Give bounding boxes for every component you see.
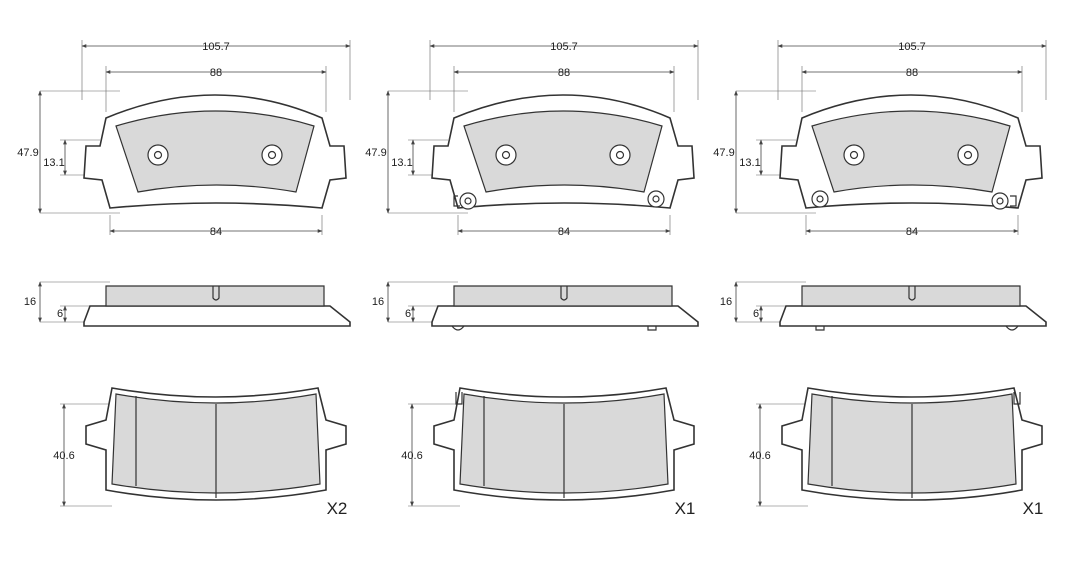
label-top-width: 88 <box>210 67 222 79</box>
label-thickness-total: 16 <box>720 296 732 308</box>
label-thickness-backing: 6 <box>57 308 63 320</box>
side-backing-plate <box>83 305 351 327</box>
pad-column-3: 105.7 88 47.9 13.1 84 16 6 40.6 X1 <box>713 40 1047 518</box>
front-view: 105.7 88 47.9 13.1 84 <box>17 40 351 238</box>
pad-column-1: 105.7 88 47.9 13.1 84 16 6 40.6 X2 <box>17 40 351 518</box>
label-hole-height: 13.1 <box>739 157 760 169</box>
side-friction-material <box>105 285 325 307</box>
side-groove <box>212 286 220 301</box>
rear-groove <box>483 396 565 498</box>
label-bottom-width: 84 <box>210 226 222 238</box>
rear-view: 40.6 X2 <box>53 387 348 518</box>
label-hole-height: 13.1 <box>43 157 64 169</box>
rear-view: 40.6 X1 <box>749 387 1044 518</box>
label-thickness-backing: 6 <box>753 308 759 320</box>
wear-clip-eye-left-inner <box>816 195 824 203</box>
label-thickness-total: 16 <box>372 296 384 308</box>
label-hole-height: 13.1 <box>391 157 412 169</box>
label-thickness-total: 16 <box>24 296 36 308</box>
rear-groove <box>135 396 217 498</box>
label-bottom-width: 84 <box>906 226 918 238</box>
wear-clip-eye-right-inner <box>652 195 660 203</box>
friction-material <box>811 110 1011 193</box>
front-view: 105.7 88 47.9 13.1 84 <box>365 40 699 238</box>
rear-view: 40.6 X1 <box>401 387 696 518</box>
side-wear-clip <box>815 325 1019 331</box>
mounting-hole-left-inner <box>849 150 859 160</box>
label-overall-width: 105.7 <box>898 41 926 53</box>
label-thickness-backing: 6 <box>405 308 411 320</box>
side-backing-plate <box>431 305 699 327</box>
mounting-hole-right-inner <box>963 150 973 160</box>
mounting-hole-right-inner <box>615 150 625 160</box>
pad-column-2: 105.7 88 47.9 13.1 84 16 6 40.6 X1 <box>365 40 699 518</box>
front-view: 105.7 88 47.9 13.1 84 <box>713 40 1047 238</box>
label-overall-height: 47.9 <box>17 147 38 159</box>
side-view: 16 6 <box>24 281 351 327</box>
mounting-hole-left-inner <box>153 150 163 160</box>
label-pad-height: 40.6 <box>401 450 422 462</box>
wear-clip-eye-right-inner <box>996 197 1004 205</box>
quantity-label: X1 <box>675 499 696 518</box>
label-overall-width: 105.7 <box>202 41 230 53</box>
label-bottom-width: 84 <box>558 226 570 238</box>
label-top-width: 88 <box>906 67 918 79</box>
side-view: 16 6 <box>720 281 1047 331</box>
side-wear-clip <box>451 325 657 331</box>
side-groove <box>908 286 916 301</box>
side-view: 16 6 <box>372 281 699 331</box>
side-friction-material <box>453 285 673 307</box>
friction-material <box>115 110 315 193</box>
label-top-width: 88 <box>558 67 570 79</box>
label-overall-height: 47.9 <box>365 147 386 159</box>
wear-clip-wire <box>1010 195 1017 207</box>
friction-material <box>463 110 663 193</box>
side-backing-plate <box>779 305 1047 327</box>
label-pad-height: 40.6 <box>749 450 770 462</box>
mounting-hole-left-inner <box>501 150 511 160</box>
wear-clip-wire <box>453 195 460 207</box>
quantity-label: X1 <box>1023 499 1044 518</box>
wear-clip-eye-left-inner <box>464 197 472 205</box>
rear-groove <box>831 396 913 498</box>
side-groove <box>560 286 568 301</box>
mounting-hole-right-inner <box>267 150 277 160</box>
side-friction-material <box>801 285 1021 307</box>
label-pad-height: 40.6 <box>53 450 74 462</box>
rear-wear-clip <box>1013 392 1021 405</box>
rear-wear-clip <box>455 392 463 405</box>
quantity-label: X2 <box>327 499 348 518</box>
label-overall-height: 47.9 <box>713 147 734 159</box>
label-overall-width: 105.7 <box>550 41 578 53</box>
